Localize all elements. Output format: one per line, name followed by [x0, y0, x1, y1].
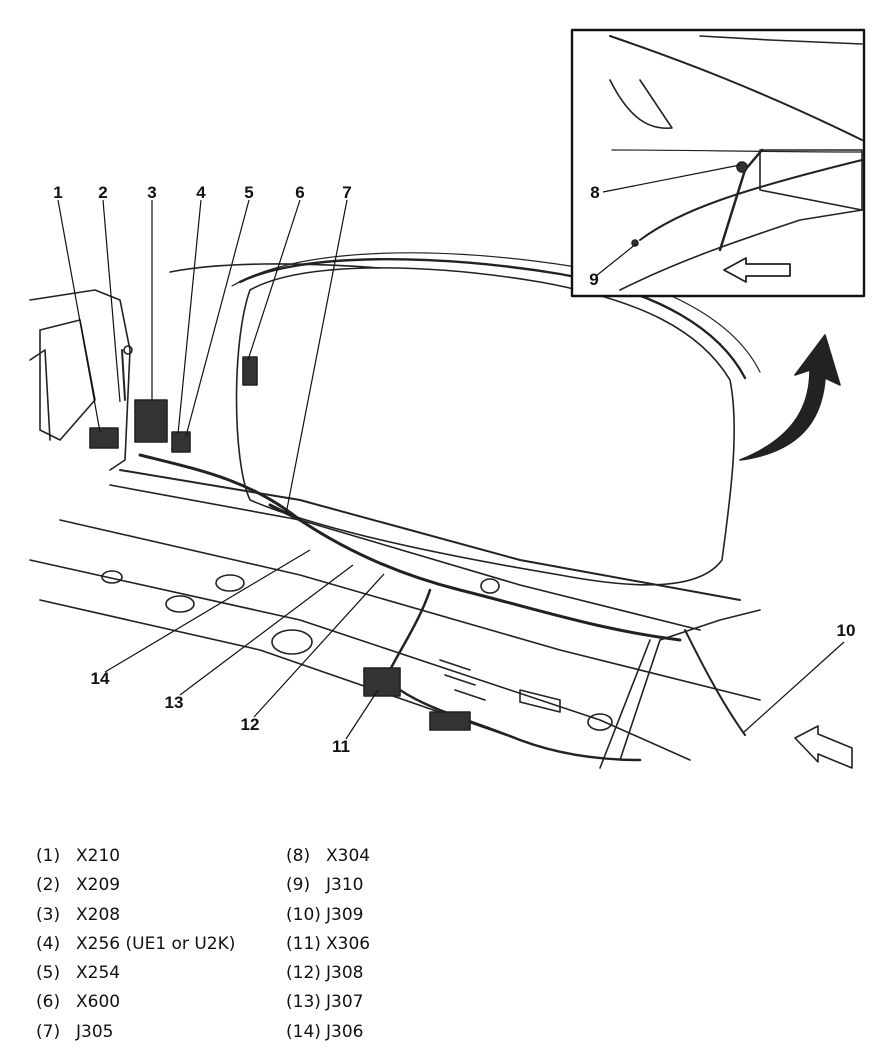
legend-label: X256 (UE1 or U2K): [76, 933, 236, 954]
legend-label: J305: [76, 1021, 114, 1042]
view-arrow-icon: [794, 725, 853, 769]
legend-row: (7) J305 (14)J306: [36, 1018, 370, 1047]
legend-label: J309: [326, 904, 364, 925]
callout-9: 9: [589, 270, 598, 289]
callout-1: 1: [53, 183, 62, 202]
callout-3: 3: [147, 183, 156, 202]
callout-12: 12: [241, 715, 260, 734]
legend-label: X304: [326, 846, 371, 866]
legend-number: (10): [286, 904, 321, 925]
callout-11: 11: [332, 737, 350, 756]
callout-4: 4: [196, 183, 206, 202]
legend-label: J308: [326, 963, 364, 984]
callout-14: 14: [91, 669, 110, 688]
connector-x600: [242, 356, 258, 386]
legend-number: (7): [36, 1021, 61, 1042]
callout-10: 10: [837, 621, 856, 640]
legend-row: (2) X209 (9) J310: [36, 871, 370, 900]
legend-label: J310: [326, 875, 364, 896]
legend-number: (9): [286, 875, 311, 896]
legend-label: X209: [76, 875, 121, 896]
connector-x210: [89, 427, 119, 449]
connector-x256: [171, 431, 191, 453]
inset-arrow-icon: [723, 257, 791, 283]
callout-6: 6: [295, 183, 304, 202]
legend-number: (11): [286, 933, 321, 954]
legend-label: X306: [326, 933, 371, 954]
legend-number: (2): [36, 875, 61, 896]
legend-row: (3) X208 (10)J309: [36, 901, 370, 930]
legend-label: X254: [76, 963, 121, 984]
callout-7: 7: [342, 183, 351, 202]
legend-number: (13): [286, 992, 321, 1013]
legend-number: (4): [36, 933, 61, 954]
callout-8: 8: [590, 183, 599, 202]
legend-number: (5): [36, 963, 61, 984]
vehicle-trunk-diagram: 1 2 3 4 5 6 7 8 9 10 11 12 13 14: [29, 28, 866, 769]
legend-label: J306: [326, 1021, 364, 1042]
connector-x306: [363, 667, 401, 697]
legend-row: (1) X210 (8) X304: [36, 842, 370, 871]
legend-number: (3): [36, 904, 61, 925]
connector-legend: (1) X210 (8) X304 (2) X209 (9) J310 (3) X208 …: [36, 842, 370, 1047]
legend-row: (4) X256 (UE1 or U2K) (11)X306: [36, 930, 370, 959]
rear-window-opening: [235, 267, 735, 586]
legend-label: J307: [326, 992, 364, 1013]
legend-number: (1): [36, 846, 61, 866]
legend-number: (8): [286, 846, 311, 866]
legend-number: (12): [286, 963, 321, 984]
callout-13: 13: [165, 693, 184, 712]
legend-label: X210: [76, 846, 121, 866]
curved-arrow-icon: [739, 334, 841, 461]
legend-number: (14): [286, 1021, 321, 1042]
legend-label: X208: [76, 904, 121, 925]
callout-5: 5: [244, 183, 253, 202]
legend-number: (6): [36, 992, 61, 1013]
legend-row: (6) X600 (13)J307: [36, 988, 370, 1017]
callout-2: 2: [98, 183, 107, 202]
inset-detail-box: [570, 28, 866, 298]
connector-x208: [134, 399, 168, 443]
legend-label: X600: [76, 992, 121, 1013]
legend-row: (5) X254 (12)J308: [36, 959, 370, 988]
